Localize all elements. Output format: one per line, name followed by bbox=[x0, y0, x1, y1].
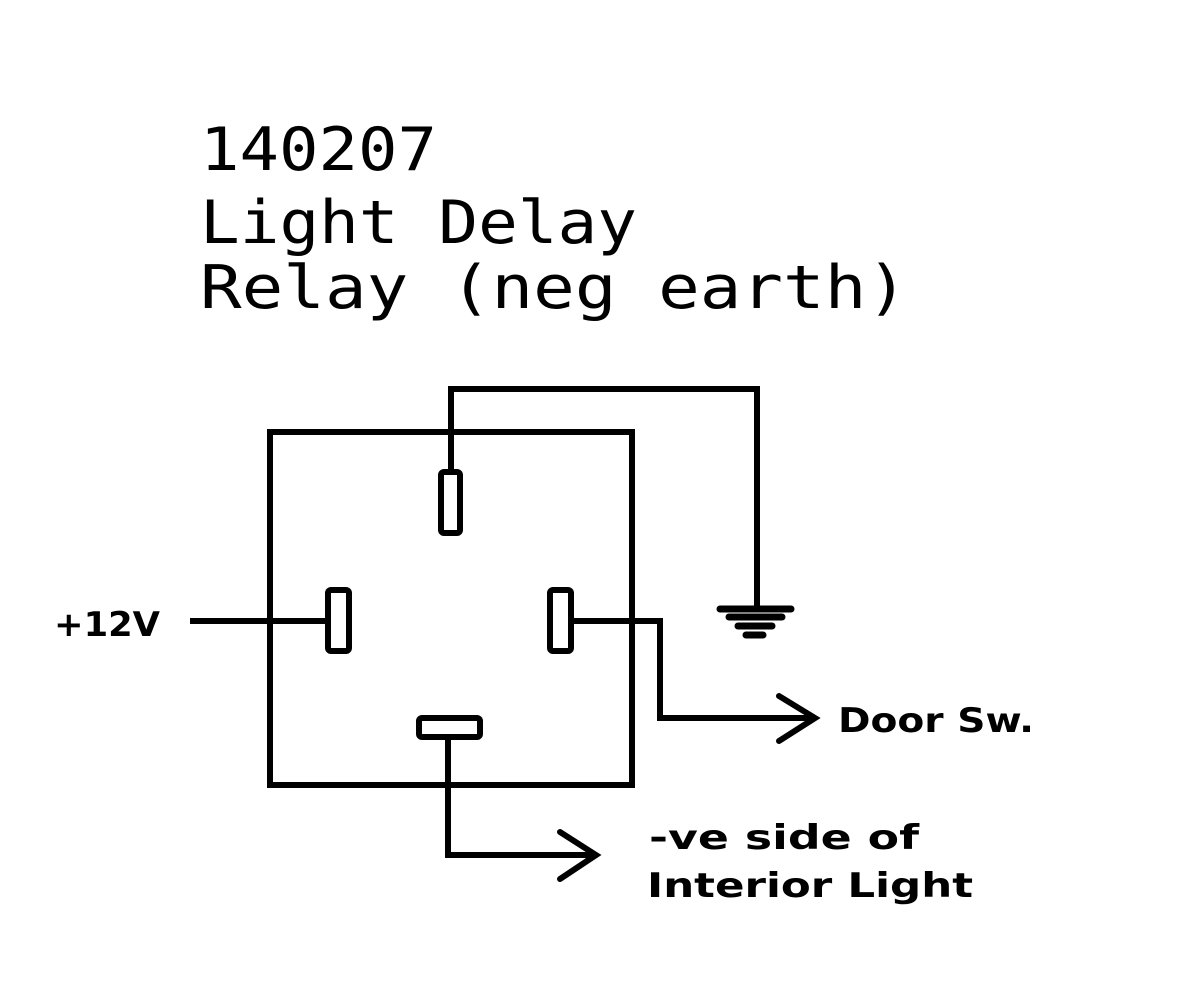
door-switch-wire bbox=[569, 618, 811, 721]
relay-pin-right bbox=[547, 587, 574, 654]
supply-label: +12V bbox=[54, 605, 161, 645]
interior-light-label-line1: -ve side of bbox=[649, 818, 921, 858]
title-block: 140207 Light Delay Relay (neg earth) bbox=[200, 115, 908, 323]
interior-light-arrow-icon bbox=[557, 829, 602, 882]
relay-pin-bottom bbox=[416, 715, 483, 740]
relay-pin-top bbox=[438, 469, 463, 536]
earth-wire bbox=[448, 386, 760, 612]
interior-light-wire bbox=[445, 735, 593, 858]
title-line-light-delay: Light Delay bbox=[200, 188, 637, 258]
door-switch-arrow-icon bbox=[776, 693, 821, 744]
part-number: 140207 bbox=[200, 115, 437, 185]
title-line-relay: Relay (neg earth) bbox=[200, 253, 908, 323]
door-switch-label: Door Sw. bbox=[838, 701, 1034, 741]
ground-icon bbox=[716, 605, 795, 639]
interior-light-label-line2: Interior Light bbox=[647, 866, 973, 906]
relay-pin-left bbox=[325, 587, 352, 654]
